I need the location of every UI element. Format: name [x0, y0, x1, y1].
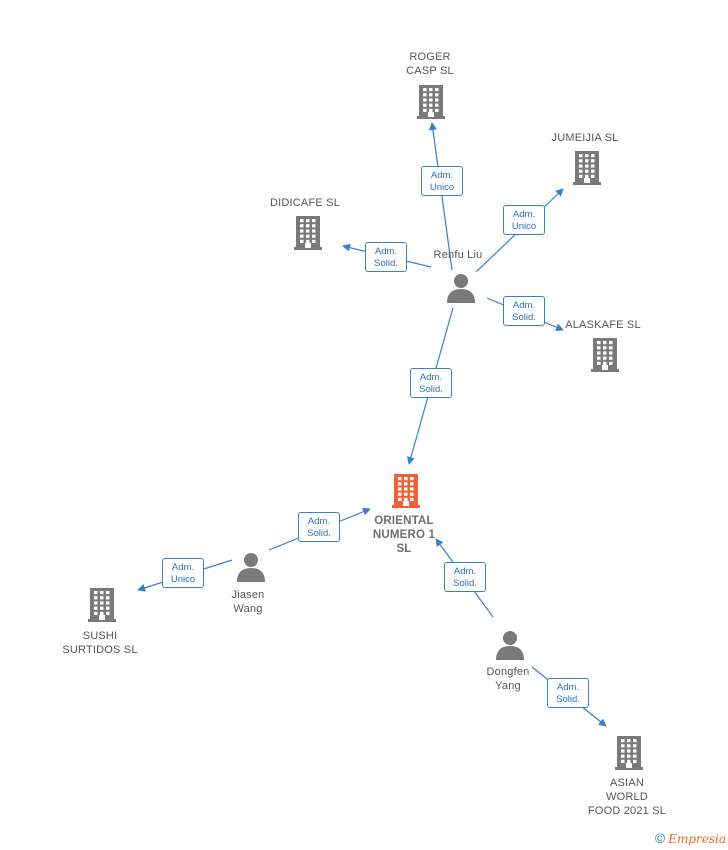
company-building-icon[interactable] — [416, 83, 446, 124]
node-label-renfu[interactable]: Renfu Liu — [433, 249, 483, 261]
brand-logo: Empresia — [668, 832, 726, 846]
node-label-didicafe[interactable]: DIDICAFE SL — [269, 197, 341, 209]
node-label-alaskafe[interactable]: ALASKAFE SL — [565, 319, 641, 331]
footer-brand: ©Empresia — [655, 830, 726, 846]
person-icon[interactable] — [494, 630, 526, 665]
role-badge-renfu-didicafe[interactable]: Adm. Solid. — [365, 242, 407, 272]
node-label-roger[interactable]: ROGER CASP SL — [406, 51, 454, 77]
person-icon[interactable] — [235, 552, 267, 587]
edge-renfu-roger — [428, 122, 453, 271]
person-icon[interactable] — [445, 273, 477, 308]
node-label-asian[interactable]: ASIAN WORLD FOOD 2021 SL — [587, 777, 667, 817]
role-badge-dongfen-oriental[interactable]: Adm. Solid. — [444, 562, 486, 592]
copyright-icon: © — [654, 830, 666, 846]
node-label-jumeijia[interactable]: JUMEIJIA SL — [551, 132, 619, 144]
focus-company-building-icon[interactable] — [391, 472, 421, 513]
company-building-icon[interactable] — [614, 734, 644, 775]
node-label-sushi[interactable]: SUSHI SURTIDOS SL — [62, 630, 138, 656]
role-badge-renfu-jumeijia[interactable]: Adm. Unico — [503, 205, 545, 235]
role-badge-renfu-alaskafe[interactable]: Adm. Solid. — [503, 296, 545, 326]
role-badge-renfu-roger[interactable]: Adm. Unico — [421, 166, 463, 196]
role-badge-renfu-oriental[interactable]: Adm. Solid. — [410, 368, 452, 398]
company-building-icon[interactable] — [293, 214, 323, 255]
company-building-icon[interactable] — [572, 149, 602, 190]
node-label-dongfen[interactable]: Dongfen Yang — [486, 666, 530, 692]
role-badge-jiasen-oriental[interactable]: Adm. Solid. — [298, 512, 340, 542]
role-badge-dongfen-asian[interactable]: Adm. Solid. — [547, 678, 589, 708]
node-label-jiasen[interactable]: Jiasen Wang — [231, 589, 265, 615]
company-building-icon[interactable] — [590, 336, 620, 377]
company-building-icon[interactable] — [87, 586, 117, 627]
node-label-oriental[interactable]: ORIENTAL NUMERO 1 SL — [372, 515, 436, 555]
role-badge-jiasen-sushi[interactable]: Adm. Unico — [162, 558, 204, 588]
